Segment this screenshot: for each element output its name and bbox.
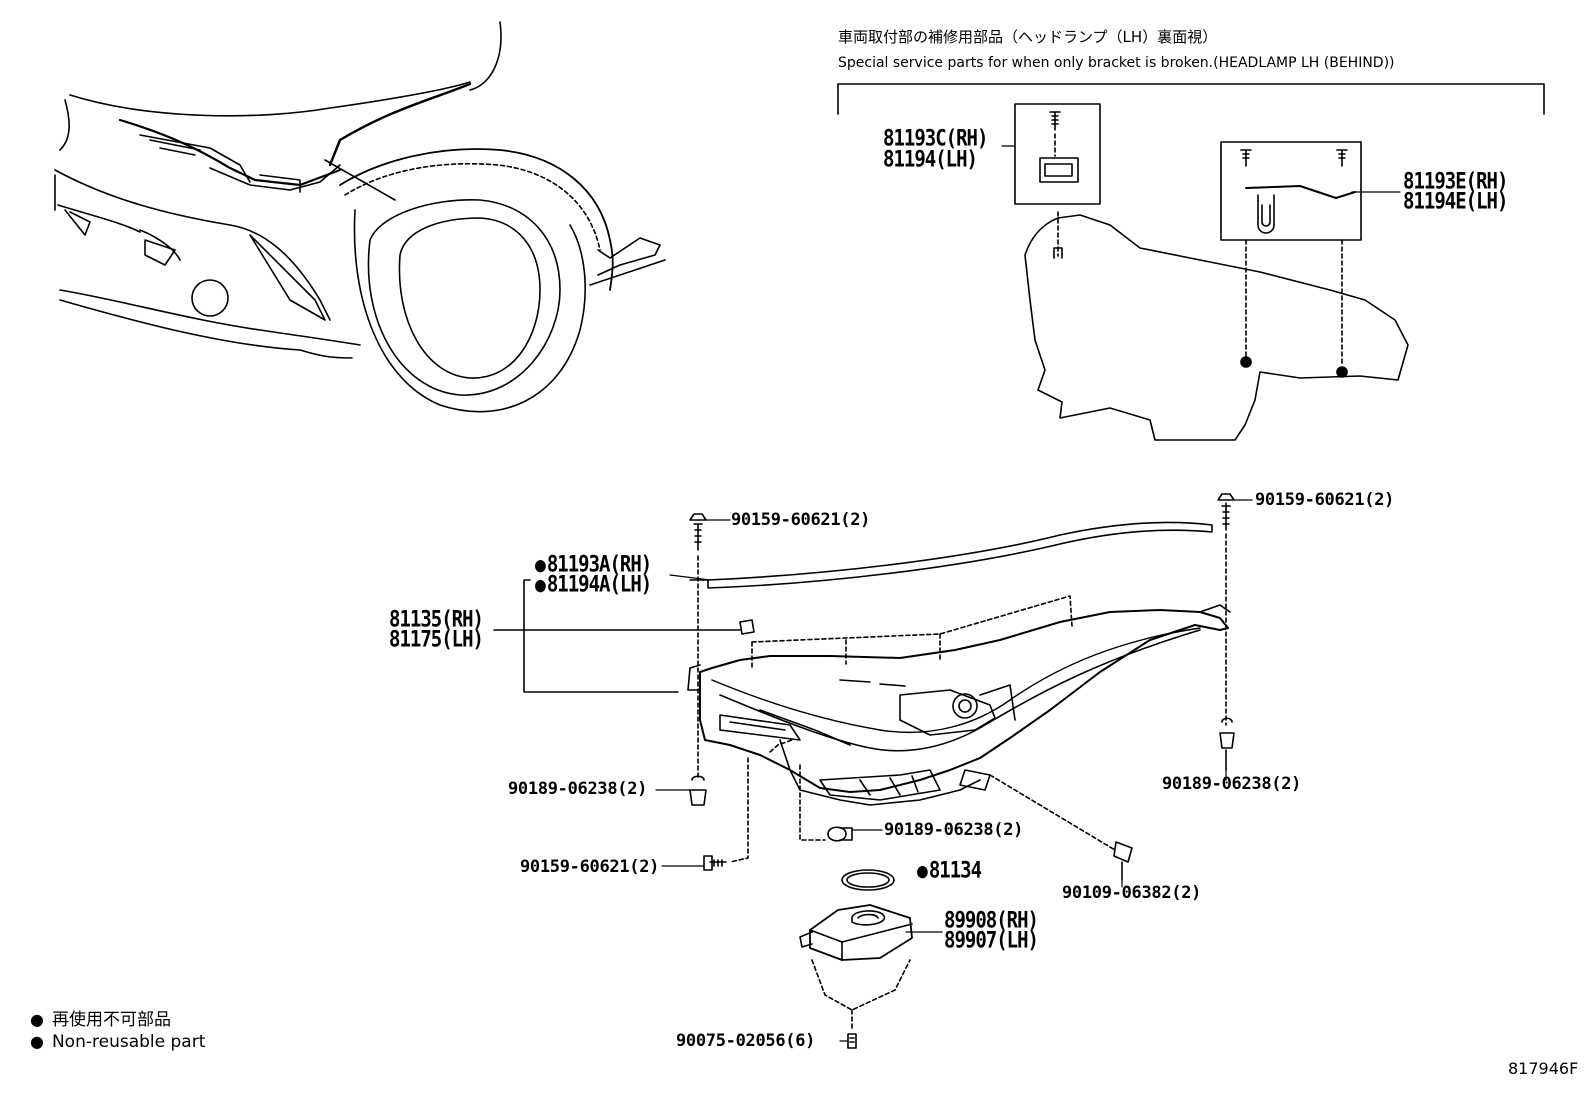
leader-lines <box>655 145 1401 1042</box>
headlamp-back-outline <box>1024 214 1409 441</box>
part-81193c-rh[interactable]: 81193C(RH) <box>883 125 988 151</box>
inset-frame <box>837 83 1545 115</box>
part-81194-lh[interactable]: 81194(LH) <box>883 146 978 172</box>
part-90159-60621-bottom-left[interactable]: 90159-60621(2) <box>520 857 660 877</box>
part-81193e-rh[interactable]: 81193E(RH) <box>1403 168 1508 194</box>
part-90189-06238-right[interactable]: 90189-06238(2) <box>1162 774 1302 794</box>
part-90189-06238-left[interactable]: 90189-06238(2) <box>508 779 648 799</box>
bracket-e-detail <box>1220 141 1362 378</box>
legend-jp: ● 再使用不可部品 <box>30 1012 171 1029</box>
part-89907-lh[interactable]: 89907(LH) <box>944 927 1039 953</box>
legend-bullet-icon: ● <box>30 1032 44 1051</box>
legend-en-text: Non-reusable part <box>51 1032 206 1052</box>
part-90189-06238-center[interactable]: 90189-06238(2) <box>884 820 1024 840</box>
inset-title-jp: 車両取付部の補修用部品（ヘッドランプ（LH）裏面視） <box>838 28 1218 46</box>
part-81135-rh[interactable]: 81135(RH) <box>389 606 484 632</box>
bracket-c-detail <box>1014 103 1101 259</box>
part-90109-06382[interactable]: 90109-06382(2) <box>1062 883 1202 903</box>
part-81134[interactable]: 81134 <box>917 859 982 882</box>
vehicle-front-illustration <box>54 21 666 413</box>
diagram-reference-code: 817946F <box>1508 1059 1579 1078</box>
part-81194e-lh[interactable]: 81194E(LH) <box>1403 188 1508 214</box>
legend-jp-text: 再使用不可部品 <box>51 1010 171 1030</box>
main-exploded-view <box>493 493 1235 1049</box>
part-81194a-lh[interactable]: 81194A(LH) <box>535 573 652 596</box>
part-81193a-rh[interactable]: 81193A(RH) <box>535 553 652 576</box>
legend-bullet-icon: ● <box>30 1010 44 1029</box>
part-90159-60621-top-right[interactable]: 90159-60621(2) <box>1255 490 1395 510</box>
inset-title-en: Special service parts for when only brac… <box>838 55 1395 71</box>
part-90075-02056[interactable]: 90075-02056(6) <box>676 1031 816 1051</box>
part-81175-lh[interactable]: 81175(LH) <box>389 626 484 652</box>
legend-en: ● Non-reusable part <box>30 1034 205 1051</box>
part-89908-rh[interactable]: 89908(RH) <box>944 907 1039 933</box>
part-90159-60621-top-left[interactable]: 90159-60621(2) <box>731 510 871 530</box>
